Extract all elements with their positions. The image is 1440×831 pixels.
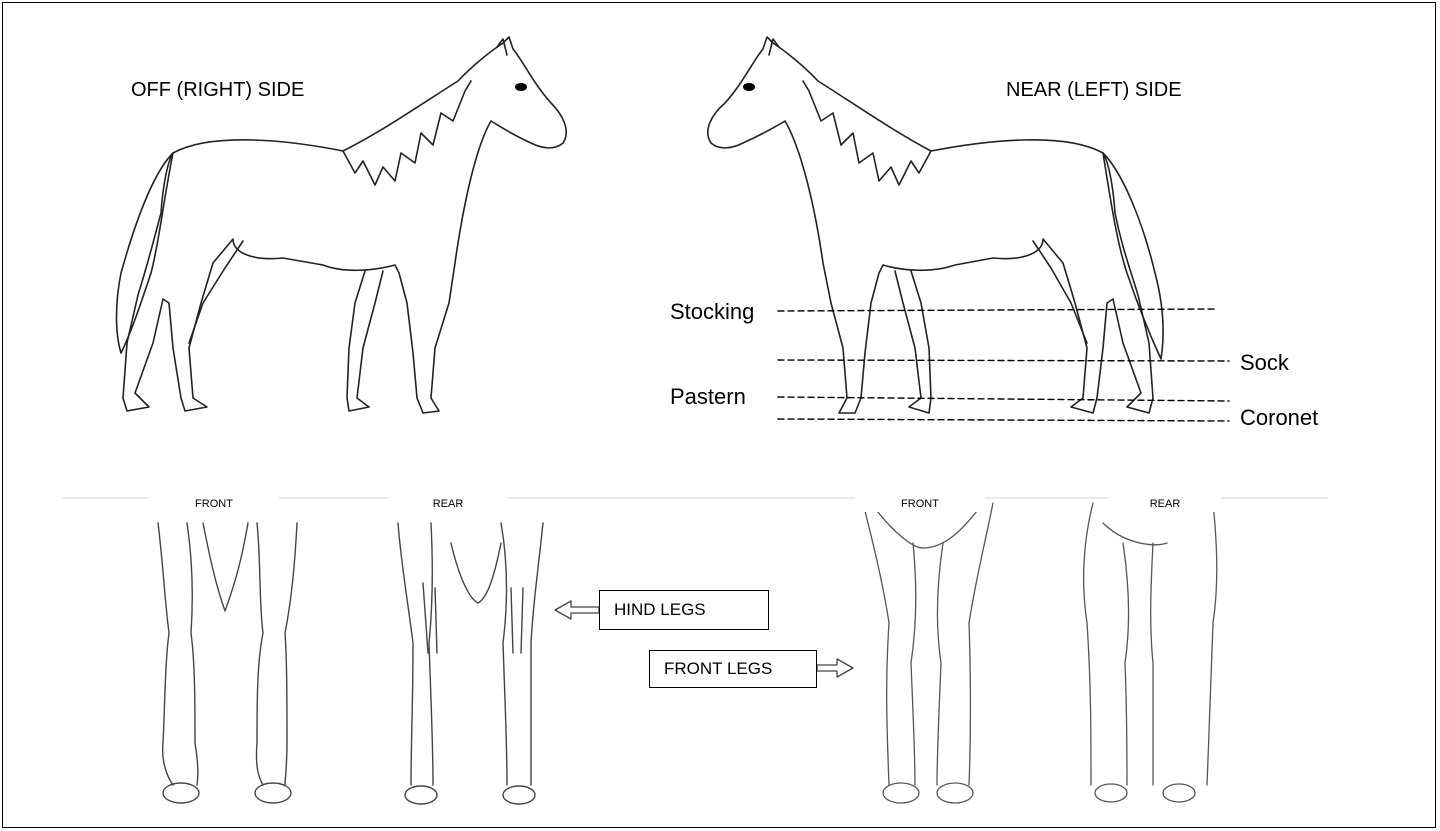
stocking-label: Stocking [670,299,754,325]
front-legs-box: FRONT LEGS [649,650,817,688]
near-side-title: NEAR (LEFT) SIDE [1006,79,1182,102]
sock-line [778,360,1229,361]
left-rear-view-label: REAR [389,496,507,512]
left-front-view-label: FRONT [149,496,279,512]
pastern-label: Pastern [670,384,746,410]
right-front-view-label: FRONT [855,496,985,512]
horse-drawings [3,3,1436,828]
hind-legs-arrow-icon [555,601,599,619]
right-rear-view-label: REAR [1109,496,1221,512]
coronet-label: Coronet [1240,405,1318,431]
hind-legs-box: HIND LEGS [599,590,769,630]
left-front-leg-view [158,523,297,803]
sock-label: Sock [1240,350,1289,376]
right-rear-leg-view [1084,503,1217,802]
coronet-line [778,419,1229,421]
marking-guide-lines [778,309,1229,421]
right-front-leg-view [863,503,993,803]
stocking-line [778,309,1217,311]
off-side-title: OFF (RIGHT) SIDE [131,79,304,102]
left-rear-leg-view [398,523,543,804]
front-legs-arrow-icon [817,659,853,677]
